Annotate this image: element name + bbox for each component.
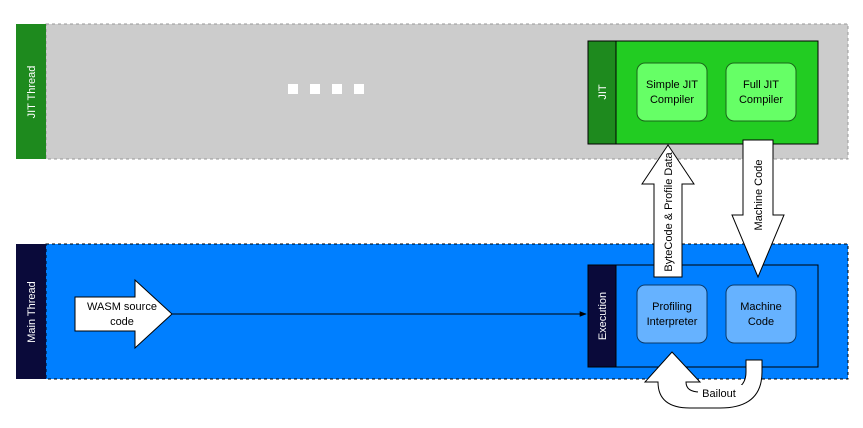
machine-code-arrow-label: Machine Code bbox=[753, 160, 765, 231]
full-jit-line2: Compiler bbox=[739, 94, 783, 106]
jit-group-label: JIT bbox=[597, 84, 609, 100]
machine-code-box: Machine Code bbox=[725, 284, 797, 344]
machine-code-arrow: Machine Code bbox=[731, 139, 785, 279]
bytecode-profile-arrow: ByteCode & Profile Data bbox=[641, 144, 695, 278]
machine-code-line1: Machine bbox=[740, 301, 782, 313]
bailout-label: Bailout bbox=[702, 388, 736, 400]
placeholder-dots bbox=[288, 84, 364, 94]
wasm-source-arrow: WASM source code bbox=[74, 278, 173, 350]
machine-code-line2: Code bbox=[748, 316, 774, 328]
wasm-source-line1: WASM source bbox=[87, 301, 157, 313]
full-jit-line1: Full JIT bbox=[743, 79, 779, 91]
simple-jit-compiler: Simple JIT Compiler bbox=[636, 62, 708, 122]
execution-group-label: Execution bbox=[597, 292, 609, 340]
bytecode-arrow-label: ByteCode & Profile Data bbox=[663, 152, 675, 272]
bailout-arrow: Bailout bbox=[643, 351, 763, 409]
profiling-line1: Profiling bbox=[652, 301, 692, 313]
main-thread-label: Main Thread bbox=[26, 281, 38, 343]
full-jit-compiler: Full JIT Compiler bbox=[725, 62, 797, 122]
profiling-interpreter: Profiling Interpreter bbox=[636, 284, 708, 344]
profiling-line2: Interpreter bbox=[647, 316, 698, 328]
jit-thread-label: JIT Thread bbox=[26, 66, 38, 119]
simple-jit-line2: Compiler bbox=[650, 94, 694, 106]
wasm-source-line2: code bbox=[110, 316, 134, 328]
simple-jit-line1: Simple JIT bbox=[646, 79, 698, 91]
